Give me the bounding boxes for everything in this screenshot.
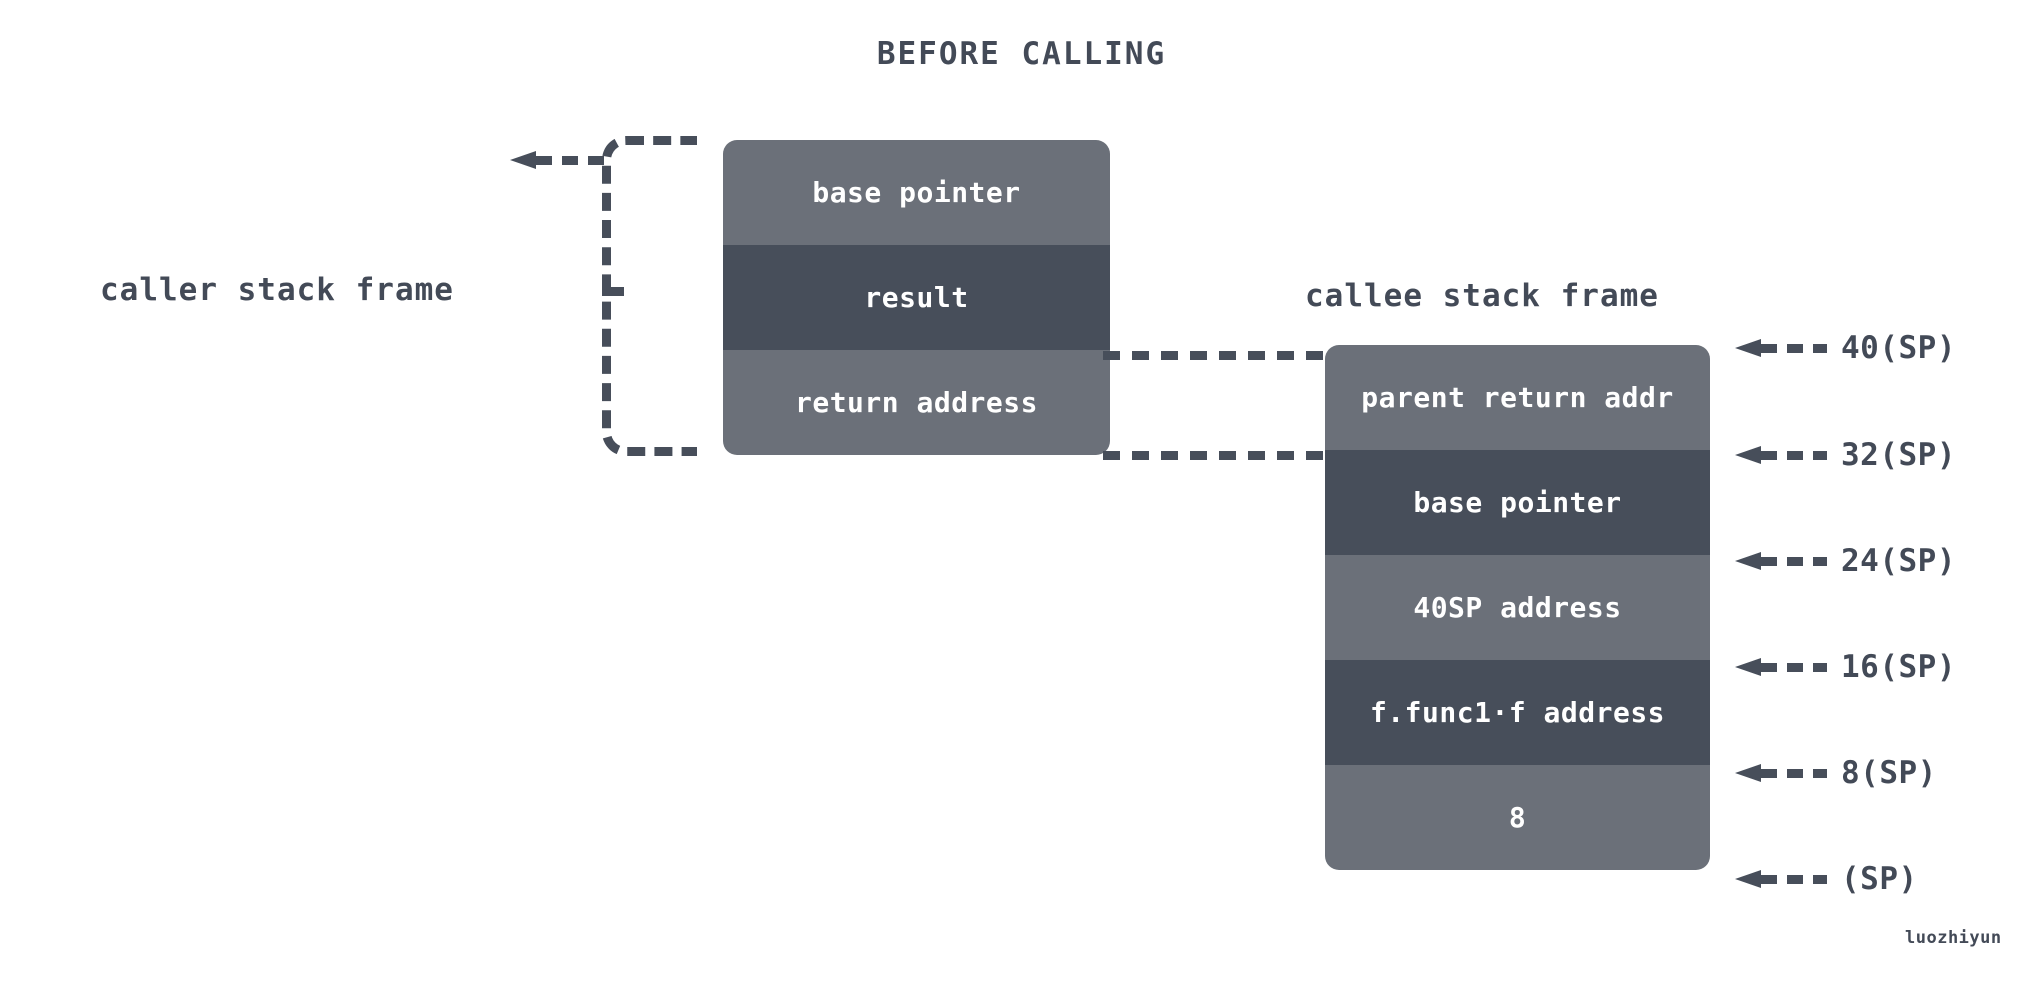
caller-stack-frame: base pointer result return address bbox=[723, 140, 1110, 455]
page-title: BEFORE CALLING bbox=[876, 36, 1167, 72]
sp-marker-32: 32(SP) bbox=[1735, 437, 1956, 473]
callee-stack-frame: parent return addr base pointer 40SP add… bbox=[1325, 345, 1710, 870]
callee-cell-arg-size: 8 bbox=[1325, 765, 1710, 870]
callee-cell-base-pointer: base pointer bbox=[1325, 450, 1710, 555]
sp-arrow-icon bbox=[1735, 339, 1827, 357]
connector-line-bottom bbox=[1103, 451, 1331, 460]
sp-label: 8(SP) bbox=[1841, 755, 1937, 791]
arrow-shaft bbox=[1761, 769, 1827, 778]
caller-bracket-stub bbox=[602, 287, 624, 296]
caller-cell-return-address: return address bbox=[723, 350, 1110, 455]
arrow-head bbox=[1735, 552, 1761, 570]
arrow-head bbox=[1735, 870, 1761, 888]
sp-label: 24(SP) bbox=[1841, 543, 1956, 579]
arrow-shaft bbox=[1761, 344, 1827, 353]
arrow-head bbox=[510, 151, 536, 169]
arrow-head bbox=[1735, 339, 1761, 357]
arrow-head bbox=[1735, 764, 1761, 782]
caller-bracket-shape bbox=[602, 136, 697, 456]
caller-pointer-arrow-icon bbox=[510, 151, 604, 169]
sp-arrow-icon bbox=[1735, 764, 1827, 782]
sp-marker-24: 24(SP) bbox=[1735, 543, 1956, 579]
arrow-shaft bbox=[1761, 557, 1827, 566]
callee-stack-frame-label: callee stack frame bbox=[1305, 278, 1659, 314]
sp-marker-40: 40(SP) bbox=[1735, 330, 1956, 366]
arrow-head bbox=[1735, 658, 1761, 676]
caller-bracket bbox=[602, 136, 697, 456]
caller-cell-result: result bbox=[723, 245, 1110, 350]
arrow-head bbox=[1735, 446, 1761, 464]
sp-marker-0: (SP) bbox=[1735, 861, 1918, 897]
sp-label: (SP) bbox=[1841, 861, 1918, 897]
caller-stack-frame-label: caller stack frame bbox=[100, 272, 454, 308]
sp-label: 16(SP) bbox=[1841, 649, 1956, 685]
sp-marker-8: 8(SP) bbox=[1735, 755, 1937, 791]
caller-cell-base-pointer: base pointer bbox=[723, 140, 1110, 245]
arrow-shaft bbox=[536, 156, 604, 165]
sp-label: 32(SP) bbox=[1841, 437, 1956, 473]
sp-arrow-icon bbox=[1735, 552, 1827, 570]
sp-marker-16: 16(SP) bbox=[1735, 649, 1956, 685]
watermark: luozhiyun bbox=[1905, 928, 2002, 948]
sp-arrow-icon bbox=[1735, 446, 1827, 464]
sp-label: 40(SP) bbox=[1841, 330, 1956, 366]
callee-cell-parent-return-addr: parent return addr bbox=[1325, 345, 1710, 450]
arrow-shaft bbox=[1761, 875, 1827, 884]
sp-arrow-icon bbox=[1735, 870, 1827, 888]
arrow-shaft bbox=[1761, 451, 1827, 460]
callee-cell-func-address: f.func1·f address bbox=[1325, 660, 1710, 765]
connector-line-top bbox=[1103, 351, 1331, 360]
callee-cell-40sp-address: 40SP address bbox=[1325, 555, 1710, 660]
sp-arrow-icon bbox=[1735, 658, 1827, 676]
arrow-shaft bbox=[1761, 663, 1827, 672]
